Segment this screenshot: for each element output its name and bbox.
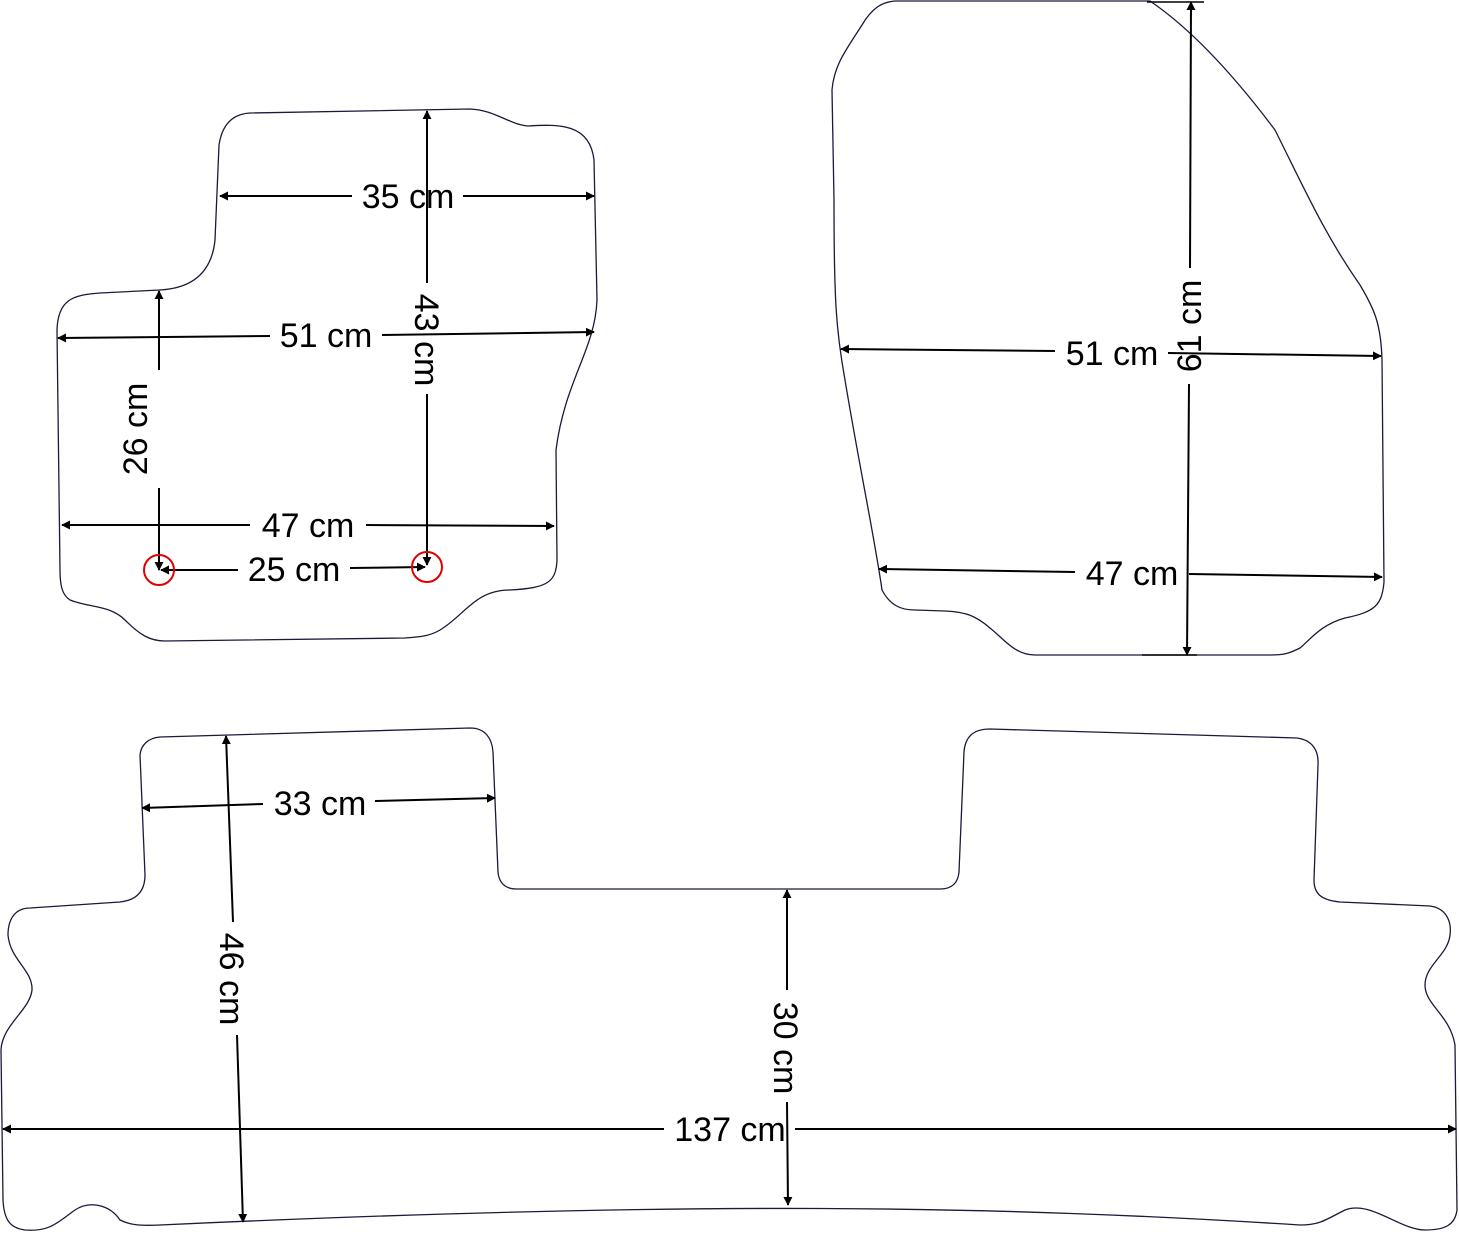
dim-line-width-middle-r <box>381 327 595 337</box>
dim-line-depth-total <box>221 735 234 923</box>
dim-line-depth-center-b <box>783 1101 793 1206</box>
dim-line-width-middle-p <box>840 344 1056 354</box>
dim-label-length: 43 cm <box>407 294 445 387</box>
dim-line-tab-width-r <box>374 793 496 803</box>
driver-mat: 35 cm 43 cm 51 cm 26 cm 47 cm 25 cm <box>56 108 598 642</box>
dim-label-width-bottom: 47 cm <box>262 507 355 545</box>
mount-clip-left <box>143 554 175 586</box>
dim-line-tab-width <box>141 803 264 813</box>
dim-label-clip-spacing: 25 cm <box>248 551 341 589</box>
dim-line-width-bottom-r <box>365 521 555 531</box>
passenger-mat-outline <box>831 0 1385 656</box>
dim-label-width-top: 35 cm <box>362 178 455 216</box>
dim-label-depth-total: 46 cm <box>212 933 250 1026</box>
dim-label-width-bottom-p: 47 cm <box>1086 555 1179 593</box>
dim-label-depth-center: 30 cm <box>766 1002 804 1095</box>
mount-clip-right <box>411 551 443 583</box>
dim-label-width-middle: 51 cm <box>280 317 373 355</box>
dim-line-clip-spacing-r <box>349 562 426 572</box>
rear-mat: 33 cm 46 cm 30 cm 137 cm <box>0 727 1458 1231</box>
dim-label-width-total: 137 cm <box>674 1111 786 1149</box>
driver-mat-outline <box>56 108 598 642</box>
dim-line-length-p <box>1186 1 1196 269</box>
dim-label-length-p: 61 cm <box>1171 280 1209 373</box>
dim-line-length-p-b <box>1182 383 1192 656</box>
dim-label-width-middle-p: 51 cm <box>1066 335 1159 373</box>
dim-label-tab-width: 33 cm <box>274 785 367 823</box>
dim-label-heel-height: 26 cm <box>117 383 155 476</box>
dim-line-width-bottom-p <box>878 564 1076 574</box>
dim-line-width-middle <box>57 333 271 343</box>
passenger-mat: 61 cm 51 cm 47 cm <box>831 0 1385 656</box>
dim-line-width-middle-p-r <box>1167 351 1382 361</box>
rear-mat-outline <box>0 727 1458 1231</box>
dim-line-width-bottom-p-r <box>1188 572 1383 582</box>
